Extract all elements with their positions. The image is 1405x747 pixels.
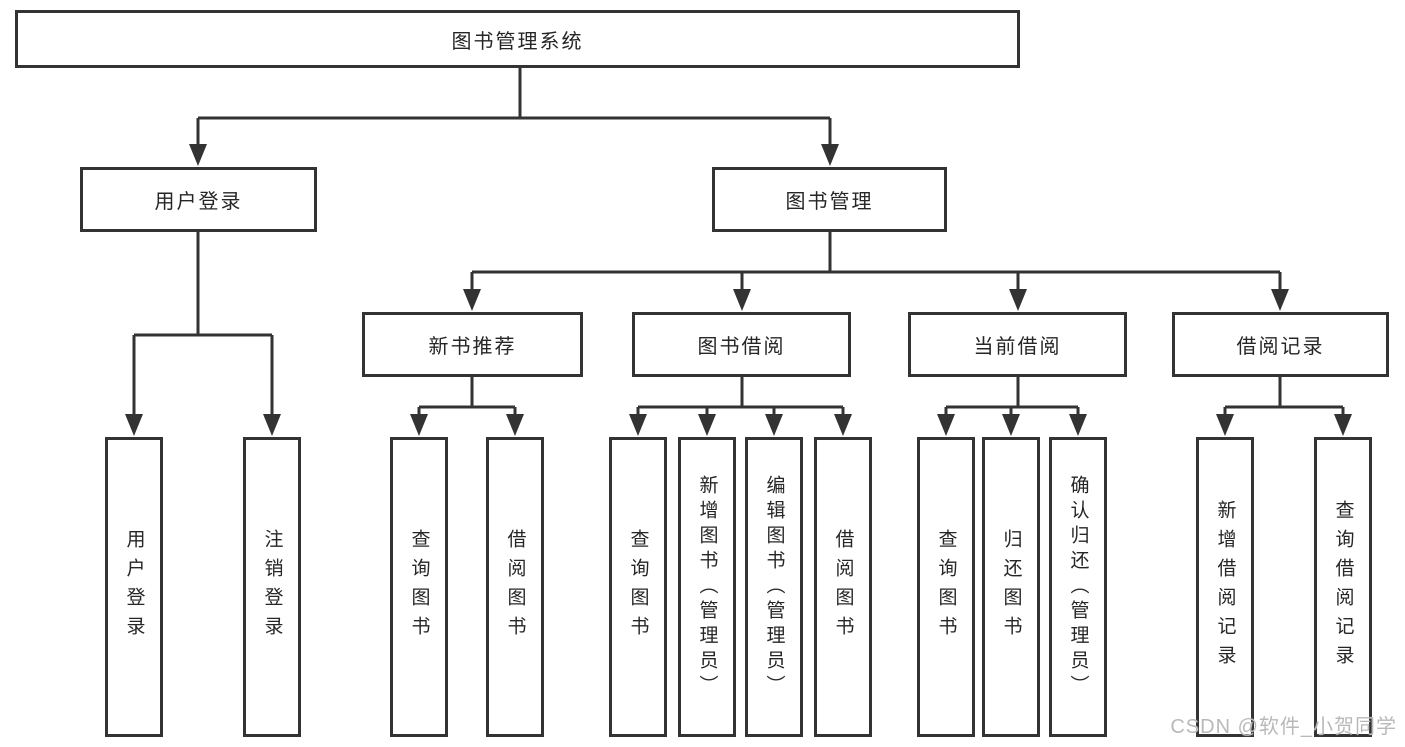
- node-user-login-label: 用户登录: [154, 191, 243, 213]
- leaf-bb-borrow-books-label: 借阅图书: [832, 529, 854, 645]
- node-book-management-label: 图书管理: [785, 191, 874, 213]
- leaf-bb-add-books: 新增图书（管理员）: [678, 437, 736, 737]
- leaf-cb-confirm-return-label: 确认归还（管理员）: [1067, 474, 1089, 700]
- leaf-cb-return-books: 归还图书: [982, 437, 1040, 737]
- leaf-nb-query-books-label: 查询图书: [408, 529, 430, 645]
- leaf-bb-query-books-label: 查询图书: [627, 529, 649, 645]
- leaf-bb-edit-books-label: 编辑图书（管理员）: [763, 474, 785, 700]
- leaf-nb-borrow-books-label: 借阅图书: [504, 529, 526, 645]
- leaf-br-query-record-label: 查询借阅记录: [1332, 500, 1354, 674]
- leaf-user-login: 用户登录: [105, 437, 163, 737]
- leaf-br-add-record: 新增借阅记录: [1196, 437, 1254, 737]
- leaf-nb-borrow-books: 借阅图书: [486, 437, 544, 737]
- leaf-cb-confirm-return: 确认归还（管理员）: [1049, 437, 1107, 737]
- node-book-management: 图书管理: [712, 167, 947, 232]
- node-new-book-recommend-label: 新书推荐: [428, 336, 517, 358]
- node-user-login: 用户登录: [80, 167, 317, 232]
- leaf-logout: 注销登录: [243, 437, 301, 737]
- leaf-bb-add-books-label: 新增图书（管理员）: [696, 474, 718, 700]
- leaf-cb-query-books: 查询图书: [917, 437, 975, 737]
- node-new-book-recommend: 新书推荐: [362, 312, 583, 377]
- node-root: 图书管理系统: [15, 10, 1020, 68]
- node-borrow-records: 借阅记录: [1172, 312, 1389, 377]
- leaf-cb-query-books-label: 查询图书: [935, 529, 957, 645]
- node-current-borrow-label: 当前借阅: [973, 336, 1062, 358]
- node-borrow-records-label: 借阅记录: [1236, 336, 1325, 358]
- leaf-bb-edit-books: 编辑图书（管理员）: [745, 437, 803, 737]
- leaf-logout-label: 注销登录: [261, 529, 283, 645]
- leaf-nb-query-books: 查询图书: [390, 437, 448, 737]
- leaf-br-add-record-label: 新增借阅记录: [1214, 500, 1236, 674]
- watermark: CSDN @软件_小贺同学: [1170, 716, 1397, 738]
- leaf-bb-query-books: 查询图书: [609, 437, 667, 737]
- leaf-user-login-label: 用户登录: [123, 529, 145, 645]
- leaf-br-query-record: 查询借阅记录: [1314, 437, 1372, 737]
- node-current-borrow: 当前借阅: [908, 312, 1127, 377]
- node-root-label: 图书管理系统: [451, 30, 584, 53]
- node-book-borrow-label: 图书借阅: [697, 336, 786, 358]
- leaf-bb-borrow-books: 借阅图书: [814, 437, 872, 737]
- node-book-borrow: 图书借阅: [632, 312, 851, 377]
- leaf-cb-return-books-label: 归还图书: [1000, 529, 1022, 645]
- arrowhead-icons: [125, 144, 1352, 436]
